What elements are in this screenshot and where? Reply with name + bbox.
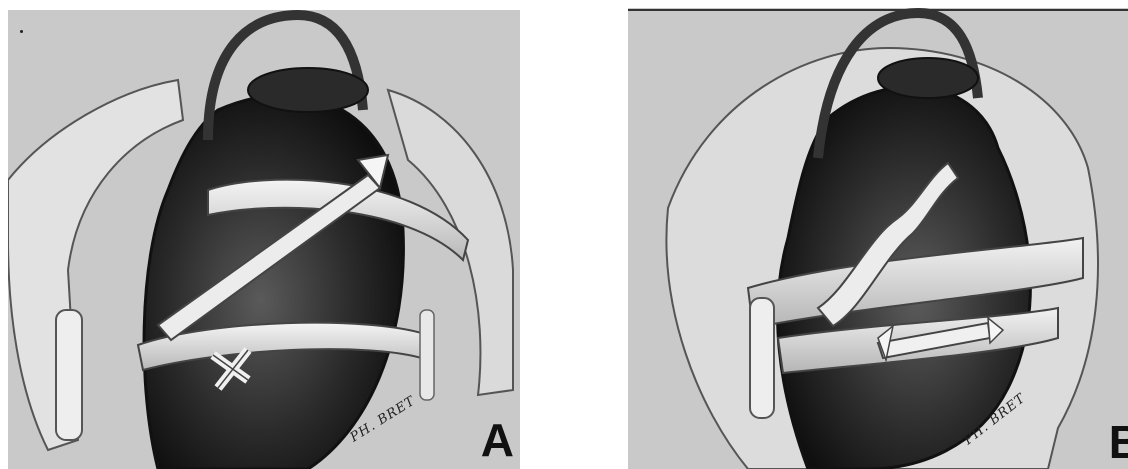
illustration-panel-b: PH. BRET B	[628, 8, 1128, 469]
panel-label: B	[1109, 419, 1128, 465]
heart-drawing-b	[628, 8, 1128, 469]
heart-drawing-a	[8, 10, 520, 469]
panel-label: A	[481, 417, 514, 463]
illustration-panel-a: PH. BRET A	[8, 10, 520, 469]
